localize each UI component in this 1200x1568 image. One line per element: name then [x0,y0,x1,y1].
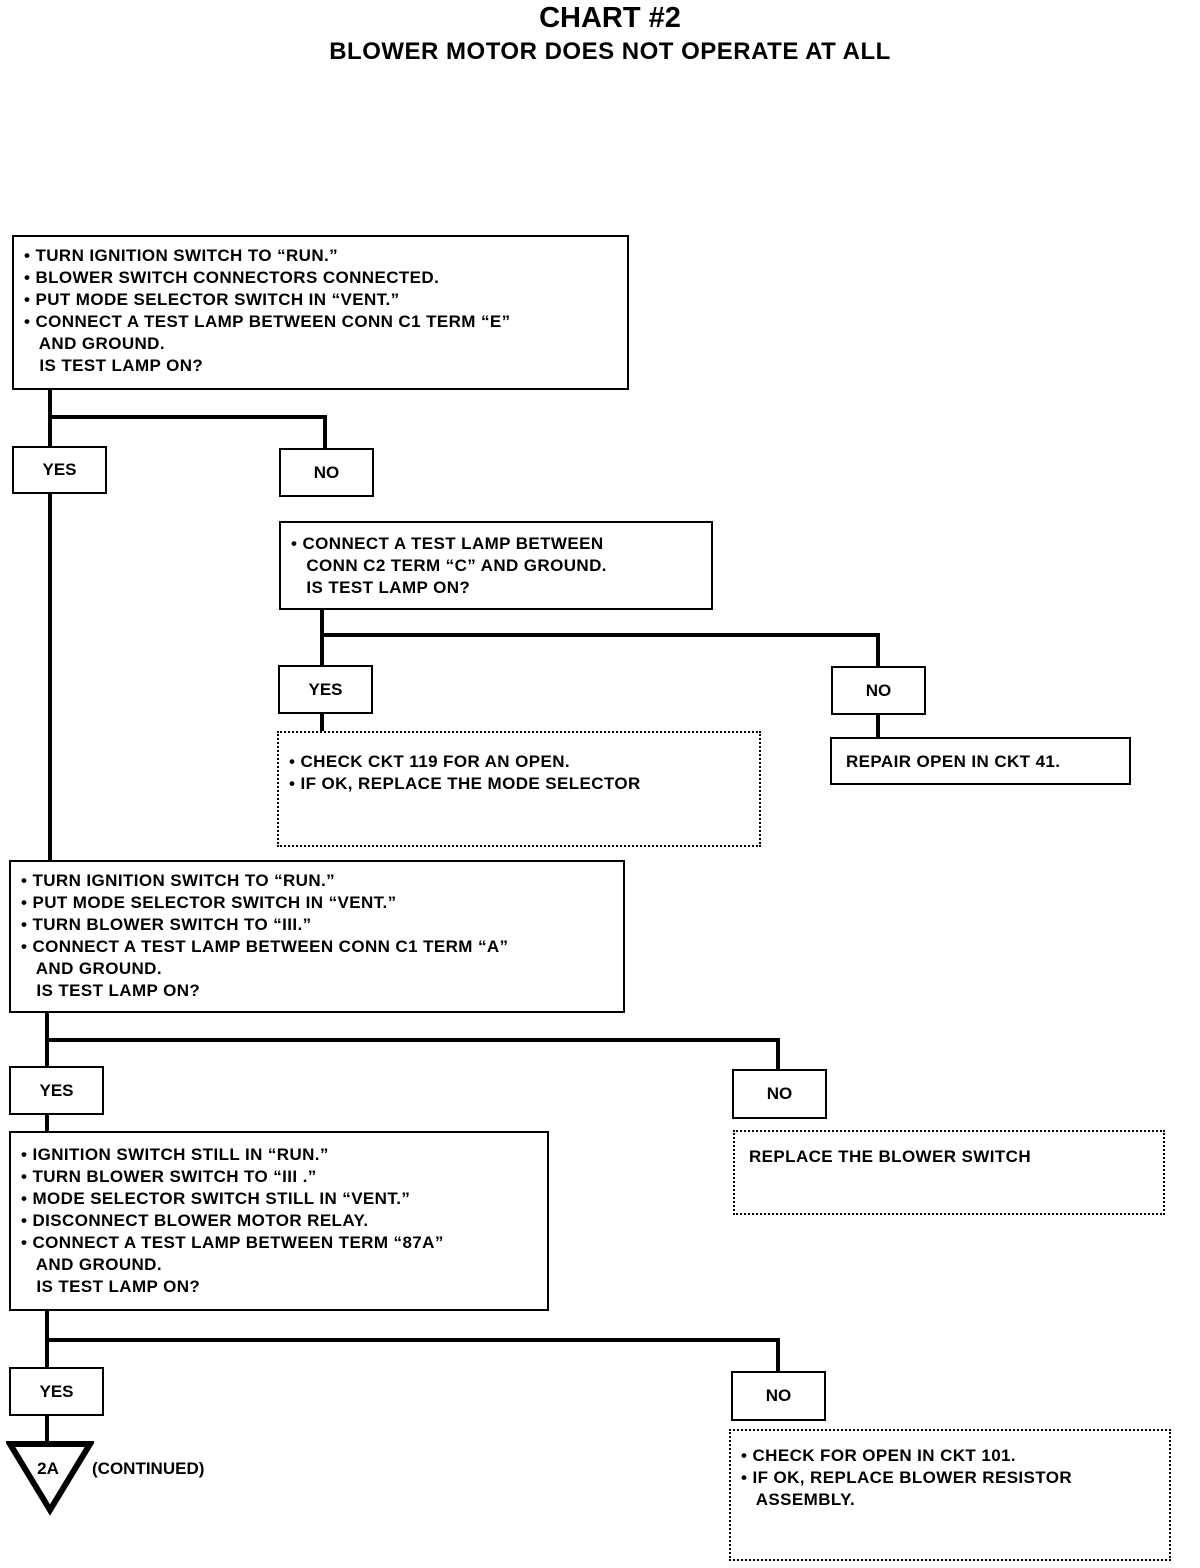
step1-yes-label: YES [12,446,107,494]
step3-no-action-box: REPLACE THE BLOWER SWITCH [733,1130,1165,1215]
step-line: AND GROUND. [21,959,162,978]
step-line: CONN C2 TERM “C” AND GROUND. [291,556,607,575]
step1-box: • TURN IGNITION SWITCH TO “RUN.” • BLOWE… [12,235,629,390]
step2-yes-label: YES [278,665,373,714]
connector-line [320,633,880,637]
step-line: IS TEST LAMP ON? [291,578,471,597]
connector-line [48,388,52,862]
step-line: • IF OK, REPLACE BLOWER RESISTOR [741,1468,1073,1487]
step-line: • CONNECT A TEST LAMP BETWEEN [291,534,604,553]
step-line: • MODE SELECTOR SWITCH STILL IN “VENT.” [21,1189,411,1208]
step2-no-action-box: REPAIR OPEN IN CKT 41. [830,737,1131,785]
step-line: • TURN IGNITION SWITCH TO “RUN.” [24,246,339,265]
step-line: • PUT MODE SELECTOR SWITCH IN “VENT.” [24,290,400,309]
step-line: REPAIR OPEN IN CKT 41. [846,752,1061,771]
step-line: • TURN BLOWER SWITCH TO “III .” [21,1167,317,1186]
continued-note: (CONTINUED) [92,1459,205,1478]
step-line: • TURN BLOWER SWITCH TO “III.” [21,915,312,934]
continuation-triangle-icon [6,1441,94,1516]
connector-line [45,1338,780,1342]
step3-no-label: NO [732,1069,827,1119]
connector-line [48,415,327,419]
chart-title: CHART #2 [539,2,681,34]
connector-line [776,1038,780,1070]
step-line: • CHECK FOR OPEN IN CKT 101. [741,1446,1017,1465]
step-line: • CONNECT A TEST LAMP BETWEEN CONN C1 TE… [21,937,509,956]
step-line: • DISCONNECT BLOWER MOTOR RELAY. [21,1211,369,1230]
step-line: REPLACE THE BLOWER SWITCH [749,1147,1031,1166]
step-line: • TURN IGNITION SWITCH TO “RUN.” [21,871,336,890]
step-line: • IF OK, REPLACE THE MODE SELECTOR [289,774,641,793]
step4-no-label: NO [731,1371,826,1421]
step3-box: • TURN IGNITION SWITCH TO “RUN.” • PUT M… [9,860,625,1013]
step1-no-label: NO [279,448,374,497]
step-line: • CONNECT A TEST LAMP BETWEEN CONN C1 TE… [24,312,511,331]
step2-yes-action-box: • CHECK CKT 119 FOR AN OPEN. • IF OK, RE… [277,731,761,847]
step3-yes-label: YES [9,1066,104,1115]
step-line: IS TEST LAMP ON? [24,356,204,375]
step-line: AND GROUND. [21,1255,162,1274]
step2-box: • CONNECT A TEST LAMP BETWEEN CONN C2 TE… [279,521,713,610]
step4-yes-label: YES [9,1367,104,1416]
connector-line [776,1338,780,1373]
step-line: IS TEST LAMP ON? [21,1277,201,1296]
step2-no-label: NO [831,666,926,715]
step-line: • CHECK CKT 119 FOR AN OPEN. [289,752,571,771]
chart-subtitle: BLOWER MOTOR DOES NOT OPERATE AT ALL [329,38,891,65]
step-line: • CONNECT A TEST LAMP BETWEEN TERM “87A” [21,1233,444,1252]
step-line: • BLOWER SWITCH CONNECTORS CONNECTED. [24,268,440,287]
step-line: • PUT MODE SELECTOR SWITCH IN “VENT.” [21,893,397,912]
step-line: ASSEMBLY. [741,1490,856,1509]
step4-box: • IGNITION SWITCH STILL IN “RUN.” • TURN… [9,1131,549,1311]
step4-no-action-box: • CHECK FOR OPEN IN CKT 101. • IF OK, RE… [729,1429,1171,1561]
step-line: • IGNITION SWITCH STILL IN “RUN.” [21,1145,329,1164]
connector-label: 2A [37,1459,59,1478]
connector-line [45,1038,780,1042]
connector-line [323,415,327,449]
step-line: AND GROUND. [24,334,165,353]
step-line: IS TEST LAMP ON? [21,981,201,1000]
